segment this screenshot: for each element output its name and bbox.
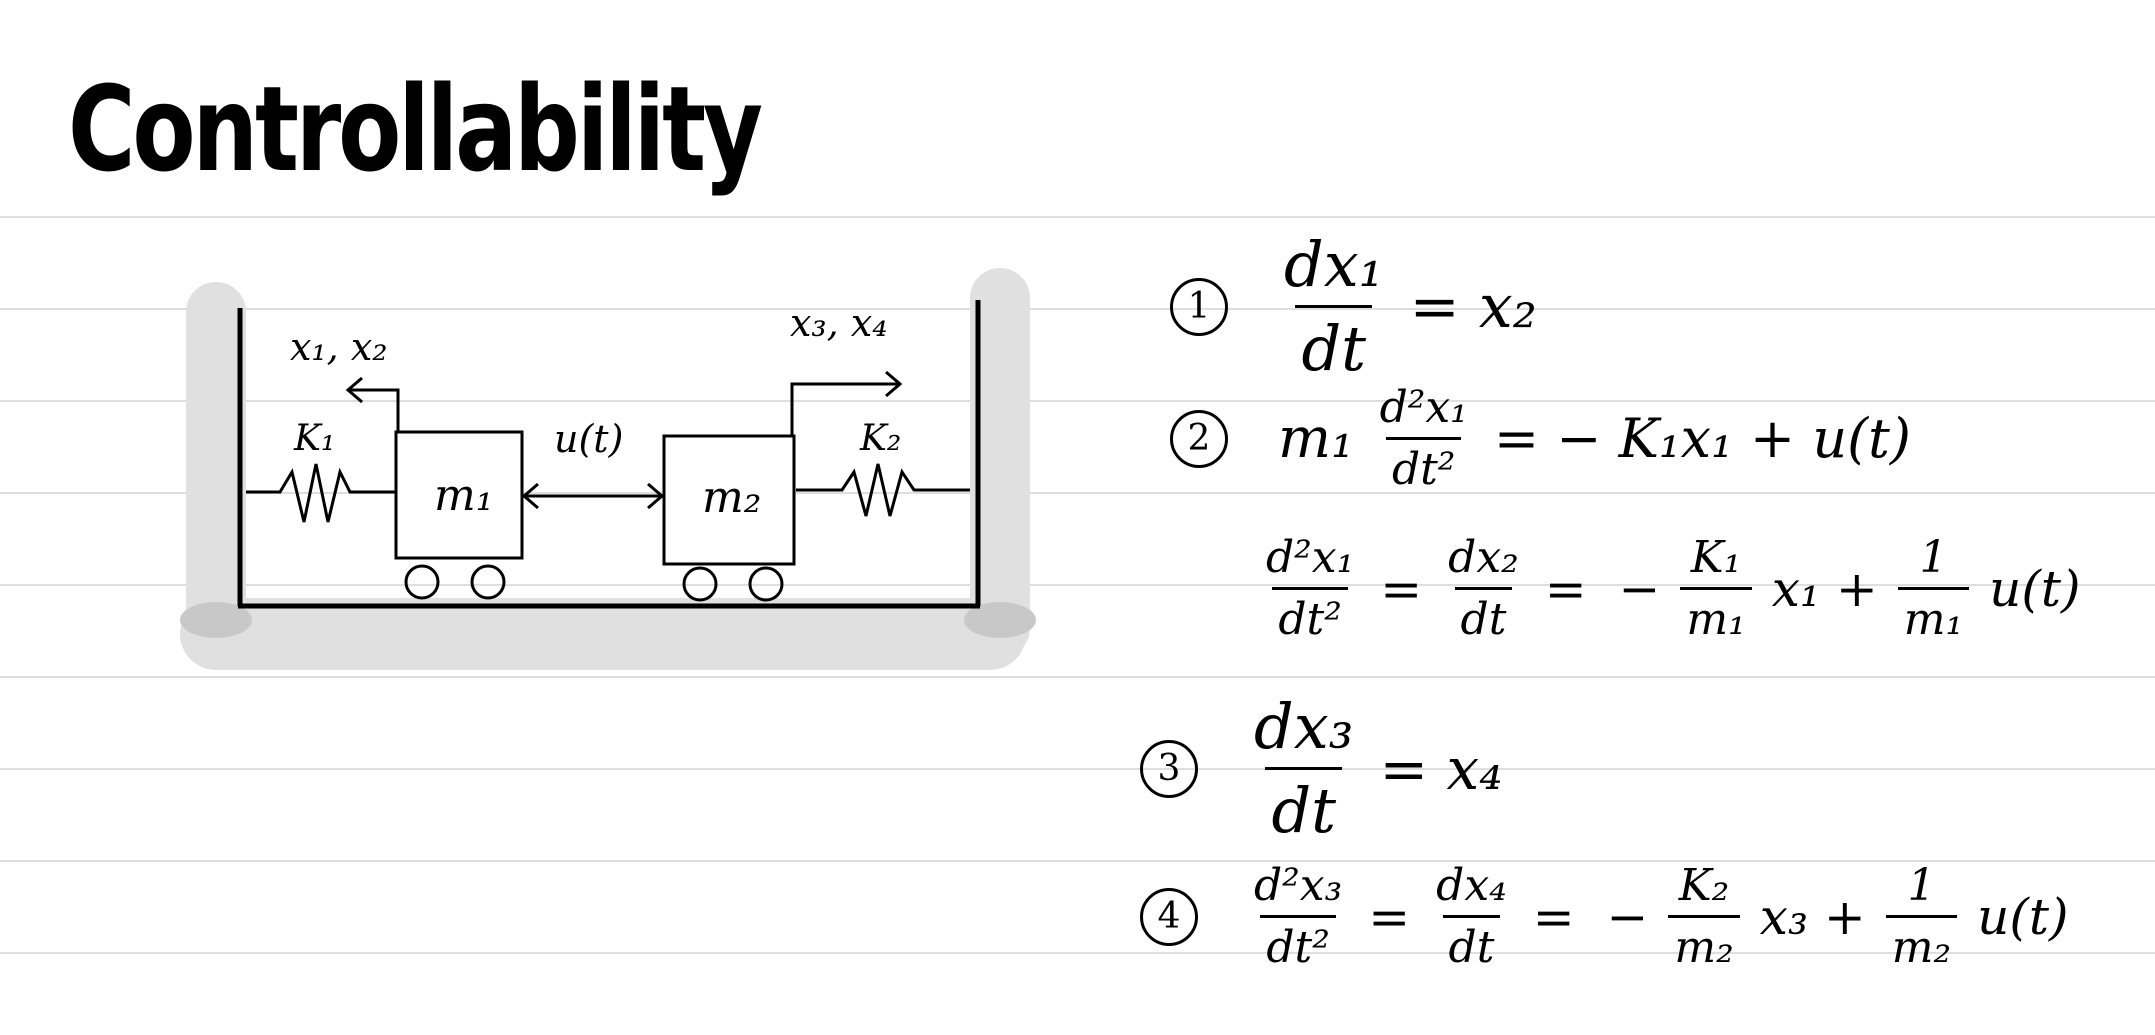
numerator: dx₄ [1436,860,1507,911]
fraction: K₂ m₂ [1668,860,1740,973]
numerator: K₁ [1690,532,1742,583]
fraction: dx₂ dt [1442,532,1525,645]
fraction: 1 m₂ [1885,860,1958,973]
term: u(t) [1989,559,2081,618]
term: x₁ + [1771,559,1878,618]
equation-number-4: 4 [1140,887,1198,946]
spring-k2 [796,463,970,517]
ruled-line [0,860,2155,862]
mass-coefficient: m₁ [1278,406,1354,471]
ruled-line [0,768,2155,770]
fraction: dx₁ dt [1278,228,1390,385]
denominator: dt [1265,767,1343,847]
denominator: dt [1442,915,1501,973]
denominator: m₁ [1897,587,1970,645]
equation-number-3: 3 [1140,739,1198,798]
numerator: dx₁ [1284,228,1384,301]
denominator: m₁ [1680,587,1752,645]
fraction: dx₃ dt [1248,690,1360,847]
fraction: K₁ m₁ [1680,532,1752,645]
fraction: dx₄ dt [1430,860,1513,973]
equals-minus-sign: = − [1532,887,1649,946]
spring-k1 [246,463,396,523]
term: x₃ + [1759,887,1866,946]
ruled-line [0,952,2155,954]
label-m2: m₂ [702,472,761,523]
equation-rhs: = x₂ [1409,271,1537,342]
highlight-band [180,268,1036,670]
equation-rhs: = − K₁x₁ + u(t) [1493,407,1911,470]
wheel [748,566,784,602]
denominator: m₂ [1668,915,1740,973]
denominator: dt² [1260,915,1336,973]
fraction: d²x₁ dt² [1260,532,1360,645]
equation-number-1: 1 [1170,277,1228,336]
ruled-line [0,216,2155,218]
equation-4: 4 d²x₃ dt² = dx₄ dt = − K₂ m₂ x₃ + 1 m₂ … [1140,860,2078,973]
denominator: dt [1295,305,1373,385]
ruled-line [0,308,2155,310]
numerator: dx₃ [1254,690,1354,763]
page-title: Controllability [68,60,763,198]
ruled-line [0,584,2155,586]
wheel [404,564,440,600]
force-arrow [521,482,665,510]
ruled-line [0,492,2155,494]
wheel [470,564,506,600]
equation-rhs: = x₄ [1379,734,1503,803]
fraction: d²x₃ dt² [1248,860,1348,973]
equation-number-2: 2 [1170,409,1228,468]
wheel [682,566,718,602]
equation-2: 2 m₁ d²x₁ dt² = − K₁x₁ + u(t) [1170,382,1921,495]
denominator: m₂ [1885,915,1958,973]
x3-x4-direction-arrow [790,370,903,436]
equals-sign: = [1368,887,1411,946]
label-m1: m₁ [434,470,493,521]
label-input-u: u(t) [554,417,623,461]
mass-m1-block [394,430,524,560]
numerator: d²x₁ [1379,382,1468,433]
equation-2-expanded: d²x₁ dt² = dx₂ dt = − K₁ m₁ x₁ + 1 m₁ u(… [1250,532,2090,645]
mass-m2-block [662,434,796,566]
numerator: dx₂ [1448,532,1519,583]
numerator: 1 [1919,532,1948,583]
mass-spring-diagram: x₁, x₂ x₃, x₄ K₁ K₂ m₁ m₂ u(t) [180,268,1036,670]
label-k2: K₂ [859,418,901,459]
equals-minus-sign: = − [1544,559,1661,618]
fraction: d²x₁ dt² [1374,382,1474,495]
ruled-line [0,676,2155,678]
denominator: dt [1454,587,1513,645]
fraction: 1 m₁ [1897,532,1970,645]
container-walls [237,300,981,609]
ruled-line [0,400,2155,402]
equation-1: 1 dx₁ dt = x₂ [1170,228,1547,385]
numerator: K₂ [1678,860,1730,911]
denominator: dt² [1272,587,1348,645]
label-x1-x2: x₁, x₂ [290,325,388,369]
equals-sign: = [1380,559,1423,618]
label-x3-x4: x₃, x₄ [790,301,888,345]
equation-3: 3 dx₃ dt = x₄ [1140,690,1513,847]
numerator: d²x₃ [1254,860,1343,911]
x1-x2-direction-arrow [345,376,400,432]
term: u(t) [1977,887,2069,946]
label-k1: K₁ [293,418,335,459]
numerator: 1 [1907,860,1936,911]
numerator: d²x₁ [1266,532,1355,583]
denominator: dt² [1385,437,1462,495]
